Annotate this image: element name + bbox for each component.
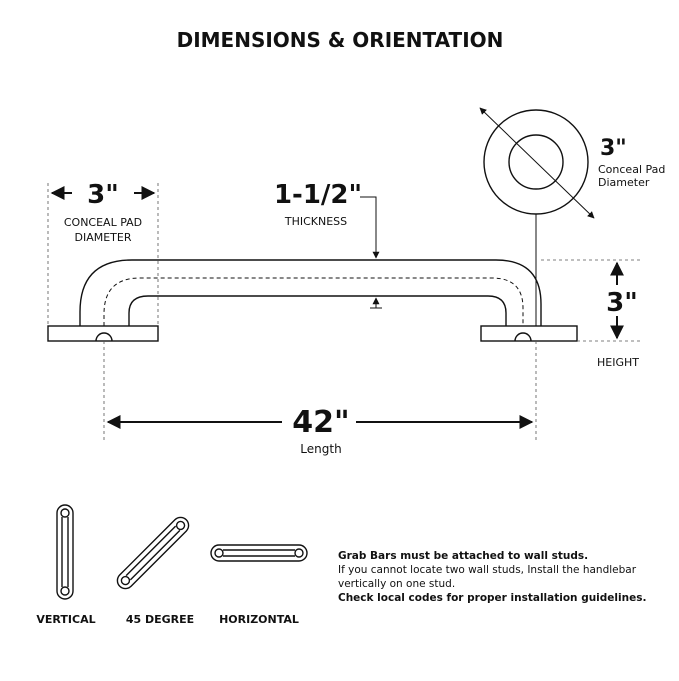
note-line-2: If you cannot locate two wall studs, Ins… [338,564,637,576]
right-pad-label-line1: Conceal Pad [598,163,665,176]
left-pad-label-line2: DIAMETER [75,231,132,244]
orientation-label-horizontal: HORIZONTAL [219,613,299,626]
grab-bar-drawing [47,259,578,342]
thickness-label: THICKNESS [284,215,347,228]
left-pad-value: 3" [87,180,119,210]
right-pad-circle [479,107,595,326]
thickness-value: 1-1/2" [274,180,362,210]
height-label: HEIGHT [597,356,639,369]
left-pad-label-line1: CONCEAL PAD [64,216,142,229]
orientation-label-vertical: VERTICAL [36,613,95,626]
orientation-label-45: 45 DEGREE [126,613,194,626]
note-line-1: Grab Bars must be attached to wall studs… [338,550,589,562]
note-line-3: vertically on one stud. [338,578,456,590]
right-pad-label-line2: Diameter [598,176,650,189]
length-label: Length [300,442,341,456]
length-value: 42" [292,405,349,440]
guide-lines [47,183,640,440]
right-pad-value: 3" [600,136,627,161]
diagonal-bar-icon [116,516,190,590]
vertical-bar-icon [56,504,74,600]
height-value: 3" [606,288,638,318]
right-pad [480,325,578,342]
page-title: DIMENSIONS & ORIENTATION [177,28,504,52]
left-pad-dimension: 3" CONCEAL PAD DIAMETER [50,180,156,244]
note-line-4: Check local codes for proper installatio… [338,592,647,604]
thickness-dimension: 1-1/2" THICKNESS [274,180,382,309]
horizontal-bar-icon [210,544,308,562]
length-dimension: 42" Length [106,405,534,456]
left-pad [47,325,159,342]
installation-note: Grab Bars must be attached to wall studs… [338,549,668,605]
height-dimension: 3" HEIGHT [597,261,639,369]
